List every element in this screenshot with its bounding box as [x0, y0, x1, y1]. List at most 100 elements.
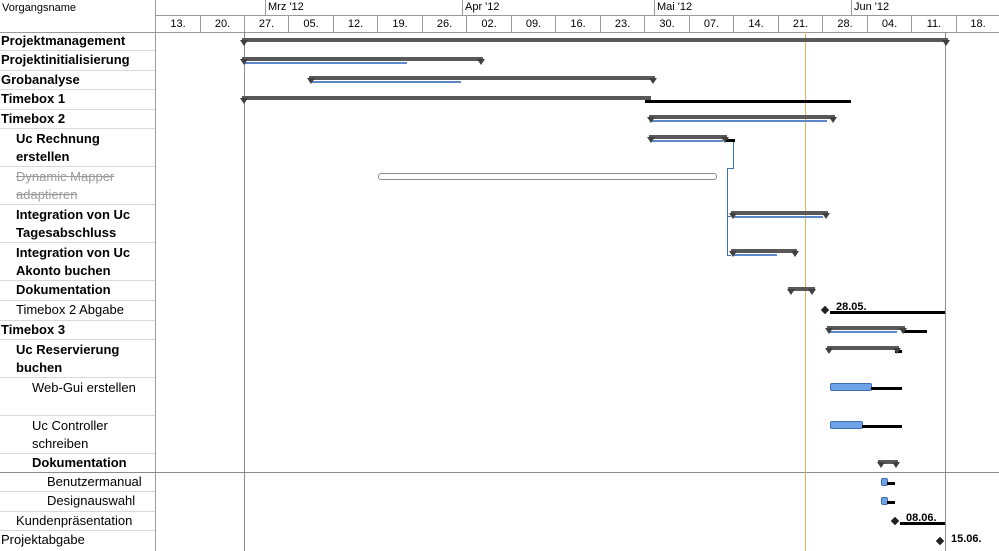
- week-cell: 23.: [600, 16, 644, 32]
- progress-bar: [651, 140, 723, 142]
- month-label: Apr '12: [465, 1, 500, 13]
- task-bar[interactable]: [830, 383, 872, 391]
- week-label: 16.: [570, 18, 586, 30]
- task-row[interactable]: Grobanalyse: [0, 71, 155, 90]
- milestone-diamond[interactable]: [820, 305, 830, 315]
- summary-bar[interactable]: [649, 115, 835, 119]
- month-cell: Apr '12: [462, 0, 654, 15]
- summary-bar-end: [647, 117, 655, 123]
- summary-bar-end: [240, 40, 248, 46]
- task-row[interactable]: Dokumentation: [0, 281, 155, 301]
- milestone-label: 28.05.: [836, 301, 867, 313]
- week-cell: 11.: [911, 16, 956, 32]
- summary-bar-end: [829, 117, 837, 123]
- week-cell: 26.: [422, 16, 466, 32]
- summary-bar-end: [307, 78, 315, 84]
- task-label: Projektmanagement: [1, 33, 126, 48]
- week-label: 18.: [970, 18, 986, 30]
- task-row[interactable]: Kundenpräsentation: [0, 512, 155, 531]
- progress-bar: [733, 216, 823, 218]
- summary-bar-end: [729, 251, 737, 257]
- task-row[interactable]: Integration von Uc Akonto buchen: [0, 243, 155, 281]
- week-label: 11.: [926, 18, 942, 30]
- week-cell: 14.: [733, 16, 778, 32]
- summary-bar[interactable]: [242, 38, 948, 42]
- slack-bar: [887, 501, 895, 504]
- task-bar[interactable]: [830, 421, 863, 429]
- summary-bar[interactable]: [788, 287, 815, 291]
- week-label: 02.: [481, 18, 497, 30]
- task-row[interactable]: Projektabgabe: [0, 531, 155, 551]
- summary-bar[interactable]: [309, 76, 655, 80]
- week-cell: 19.: [377, 16, 422, 32]
- task-row[interactable]: Timebox 2: [0, 110, 155, 129]
- week-label: 05.: [303, 18, 319, 30]
- task-row[interactable]: Projektinitialisierung: [0, 51, 155, 71]
- week-cell: 27.: [244, 16, 288, 32]
- task-label: Dynamic Mapper adaptieren: [16, 169, 115, 202]
- progress-bar: [733, 254, 777, 256]
- task-row[interactable]: Dokumentation: [0, 454, 155, 473]
- week-cell: 09.: [511, 16, 555, 32]
- task-row[interactable]: Benutzermanual: [0, 473, 155, 492]
- timeline-months: Mrz '12 Apr '12 Mai '12 Jun '12: [155, 0, 999, 16]
- week-label: 30.: [659, 18, 675, 30]
- milestone-diamond[interactable]: [935, 536, 945, 546]
- week-cell: 02.: [466, 16, 511, 32]
- progress-bar: [311, 81, 461, 83]
- task-row[interactable]: Uc Reservierung buchen: [0, 340, 155, 378]
- summary-bar[interactable]: [731, 249, 797, 253]
- task-row[interactable]: Timebox 3: [0, 321, 155, 340]
- slack-bar: [887, 482, 895, 485]
- project-end-line: [945, 32, 946, 551]
- task-name-panel: Vorgangsname Projektmanagement Projektin…: [0, 0, 156, 551]
- week-label: 27.: [258, 18, 275, 30]
- inactive-task-bar[interactable]: [378, 173, 717, 180]
- task-row[interactable]: Timebox 1: [0, 90, 155, 110]
- task-row[interactable]: Projektmanagement: [0, 32, 155, 51]
- task-label: Timebox 3: [1, 322, 66, 337]
- milestone-diamond[interactable]: [890, 516, 900, 526]
- summary-bar-end: [647, 137, 655, 143]
- summary-bar-end: [729, 213, 737, 219]
- summary-bar[interactable]: [827, 346, 899, 350]
- task-label: Projektabgabe: [1, 532, 85, 547]
- summary-bar-end: [942, 40, 950, 46]
- summary-bar[interactable]: [731, 211, 828, 215]
- task-label: Timebox 2: [1, 111, 66, 126]
- month-cell: Mai '12: [654, 0, 851, 15]
- row-separator: [155, 472, 999, 473]
- summary-bar-end: [877, 462, 885, 468]
- column-header[interactable]: Vorgangsname: [0, 0, 155, 33]
- summary-bar-end: [240, 98, 248, 104]
- summary-bar-end: [899, 328, 907, 334]
- summary-bar[interactable]: [242, 57, 483, 61]
- week-cell: 21.: [778, 16, 822, 32]
- summary-bar-end: [825, 348, 833, 354]
- summary-bar[interactable]: [649, 135, 727, 139]
- slack-bar: [725, 139, 735, 142]
- task-label: Uc Controller schreiben: [32, 418, 108, 451]
- summary-bar-end: [787, 289, 795, 295]
- task-row[interactable]: Web-Gui erstellen: [0, 378, 155, 416]
- task-label: Dokumentation: [16, 282, 111, 297]
- summary-bar[interactable]: [242, 96, 651, 100]
- summary-bar-end: [822, 213, 830, 219]
- task-label: Timebox 2 Abgabe: [16, 302, 124, 317]
- task-row[interactable]: Dynamic Mapper adaptieren: [0, 167, 155, 205]
- summary-bar-end: [721, 137, 729, 143]
- task-row[interactable]: Timebox 2 Abgabe: [0, 301, 155, 321]
- task-row[interactable]: Designauswahl: [0, 492, 155, 512]
- timeline-weeks: 13. 20. 27. 05. 12. 19. 26. 02. 09. 16. …: [155, 15, 999, 33]
- summary-bar[interactable]: [878, 460, 898, 464]
- month-label: Mrz '12: [268, 1, 304, 13]
- task-row[interactable]: Uc Controller schreiben: [0, 416, 155, 454]
- summary-bar[interactable]: [827, 326, 905, 330]
- task-row[interactable]: Integration von Uc Tagesabschluss: [0, 205, 155, 243]
- week-label: 21.: [792, 18, 809, 30]
- summary-bar-end: [791, 251, 799, 257]
- week-label: 23.: [614, 18, 631, 30]
- task-row[interactable]: Uc Rechnung erstellen: [0, 129, 155, 167]
- milestone-label: 15.06.: [951, 533, 982, 545]
- task-label: Integration von Uc Tagesabschluss: [16, 207, 131, 240]
